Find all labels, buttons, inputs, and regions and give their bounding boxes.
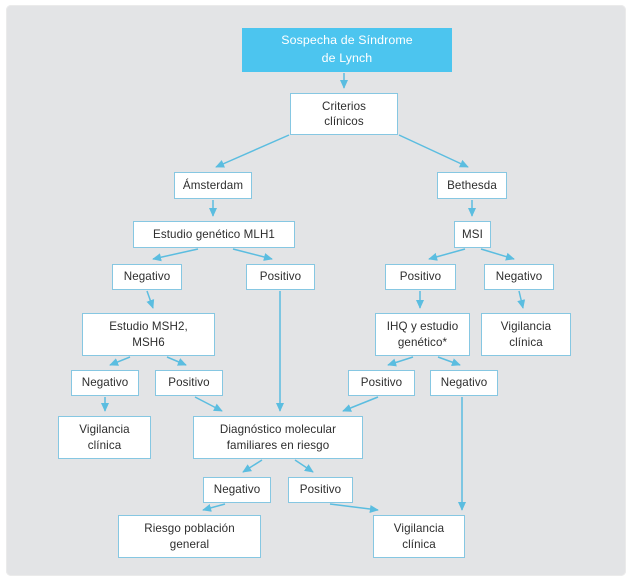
node-criterios: Criterios clínicos (290, 93, 398, 135)
node-vig_final: Vigilancia clínica (373, 515, 465, 558)
node-msi: MSI (454, 221, 491, 248)
node-riesgo: Riesgo población general (118, 515, 261, 558)
node-ihq_neg: Negativo (430, 370, 498, 396)
node-amsterdam: Ámsterdam (174, 172, 252, 199)
node-mlh1: Estudio genético MLH1 (133, 221, 295, 248)
node-msi_pos: Positivo (385, 264, 456, 290)
node-vig_msh_neg: Vigilancia clínica (58, 416, 151, 459)
node-msh_pos: Positivo (155, 370, 223, 396)
node-ihq: IHQ y estudio genético* (375, 313, 470, 356)
node-vig_msi_neg: Vigilancia clínica (481, 313, 571, 356)
node-ihq_pos: Positivo (348, 370, 415, 396)
node-diag_neg: Negativo (203, 477, 271, 503)
node-root: Sospecha de Síndrome de Lynch (242, 28, 452, 72)
node-diag_pos: Positivo (288, 477, 353, 503)
node-bethesda: Bethesda (437, 172, 507, 199)
node-diagnostico: Diagnóstico molecular familiares en ries… (193, 416, 363, 459)
node-mlh1_neg: Negativo (112, 264, 182, 290)
node-msh_neg: Negativo (71, 370, 139, 396)
node-msi_neg: Negativo (484, 264, 554, 290)
node-mlh1_pos: Positivo (246, 264, 315, 290)
node-msh: Estudio MSH2, MSH6 (82, 313, 215, 356)
